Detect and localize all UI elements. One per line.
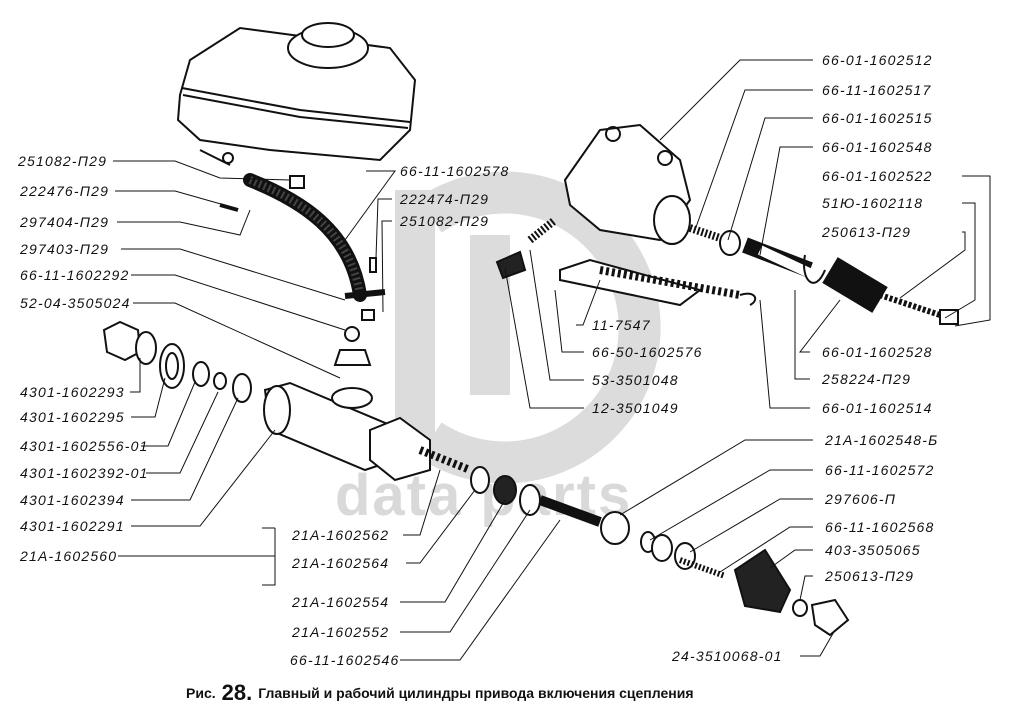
part-label: 51Ю-1602118 (822, 195, 924, 211)
part-label: 251082-П29 (400, 213, 490, 229)
part-label: 4301-1602295 (20, 409, 125, 425)
part-label: 21А-1602552 (292, 624, 390, 640)
part-label: 66-11-1602578 (400, 163, 510, 179)
part-label: 297606-П (825, 491, 897, 507)
part-label: 52-04-3505024 (20, 295, 131, 311)
part-label: 66-01-1602548 (822, 139, 933, 155)
part-label: 21А-1602564 (292, 555, 390, 571)
part-label: 222474-П29 (400, 191, 490, 207)
part-label: 4301-1602556-01 (20, 438, 149, 454)
hose (219, 173, 386, 321)
part-label: 66-01-1602515 (822, 110, 933, 126)
part-label: 403-3505065 (825, 542, 921, 558)
figure-number: 28. (221, 680, 253, 705)
part-label: 4301-1602291 (20, 518, 125, 534)
slave-cylinder (495, 123, 959, 325)
part-label: 24-3510068-01 (672, 648, 783, 664)
part-label: 66-11-1602517 (822, 82, 932, 98)
part-label: 66-11-1602568 (825, 519, 935, 535)
master-cylinder (102, 320, 850, 637)
part-label: 251082-П29 (18, 153, 108, 169)
figure-caption: Рис. 28. Главный и рабочий цилиндры привод… (186, 680, 693, 706)
part-label: 12-3501049 (592, 400, 679, 416)
part-label: 66-11-1602546 (290, 652, 400, 668)
part-label: 53-3501048 (592, 372, 679, 388)
part-label: 250613-П29 (822, 224, 912, 240)
part-label: 66-11-1602572 (825, 462, 935, 478)
reservoir-tank (176, 22, 417, 166)
part-label: 66-11-1602292 (20, 267, 130, 283)
part-label: 4301-1602394 (20, 492, 125, 508)
part-label: 21А-1602554 (292, 594, 390, 610)
part-label: 297403-П29 (20, 241, 110, 257)
part-label: 21А-1602560 (20, 548, 118, 564)
part-label: 66-50-1602576 (592, 344, 703, 360)
part-label: 21А-1602562 (292, 527, 390, 543)
part-label: 222476-П29 (20, 183, 110, 199)
part-label: 66-01-1602514 (822, 400, 933, 416)
part-label: 66-01-1602512 (822, 52, 933, 68)
part-label: 4301-1602392-01 (20, 465, 149, 481)
part-label: 250613-П29 (825, 568, 915, 584)
part-label: 66-01-1602528 (822, 344, 933, 360)
part-label: 11-7547 (592, 317, 651, 333)
part-label: 66-01-1602522 (822, 168, 933, 184)
caption-title: Главный и рабочий цилиндры привода включ… (258, 685, 694, 701)
caption-prefix: Рис. (186, 685, 216, 701)
part-label: 21А-1602548-Б (825, 432, 939, 448)
part-label: 4301-1602293 (20, 384, 125, 400)
part-label: 297404-П29 (20, 214, 110, 230)
leader-lines (113, 59, 991, 661)
part-label: 258224-П29 (822, 371, 912, 387)
